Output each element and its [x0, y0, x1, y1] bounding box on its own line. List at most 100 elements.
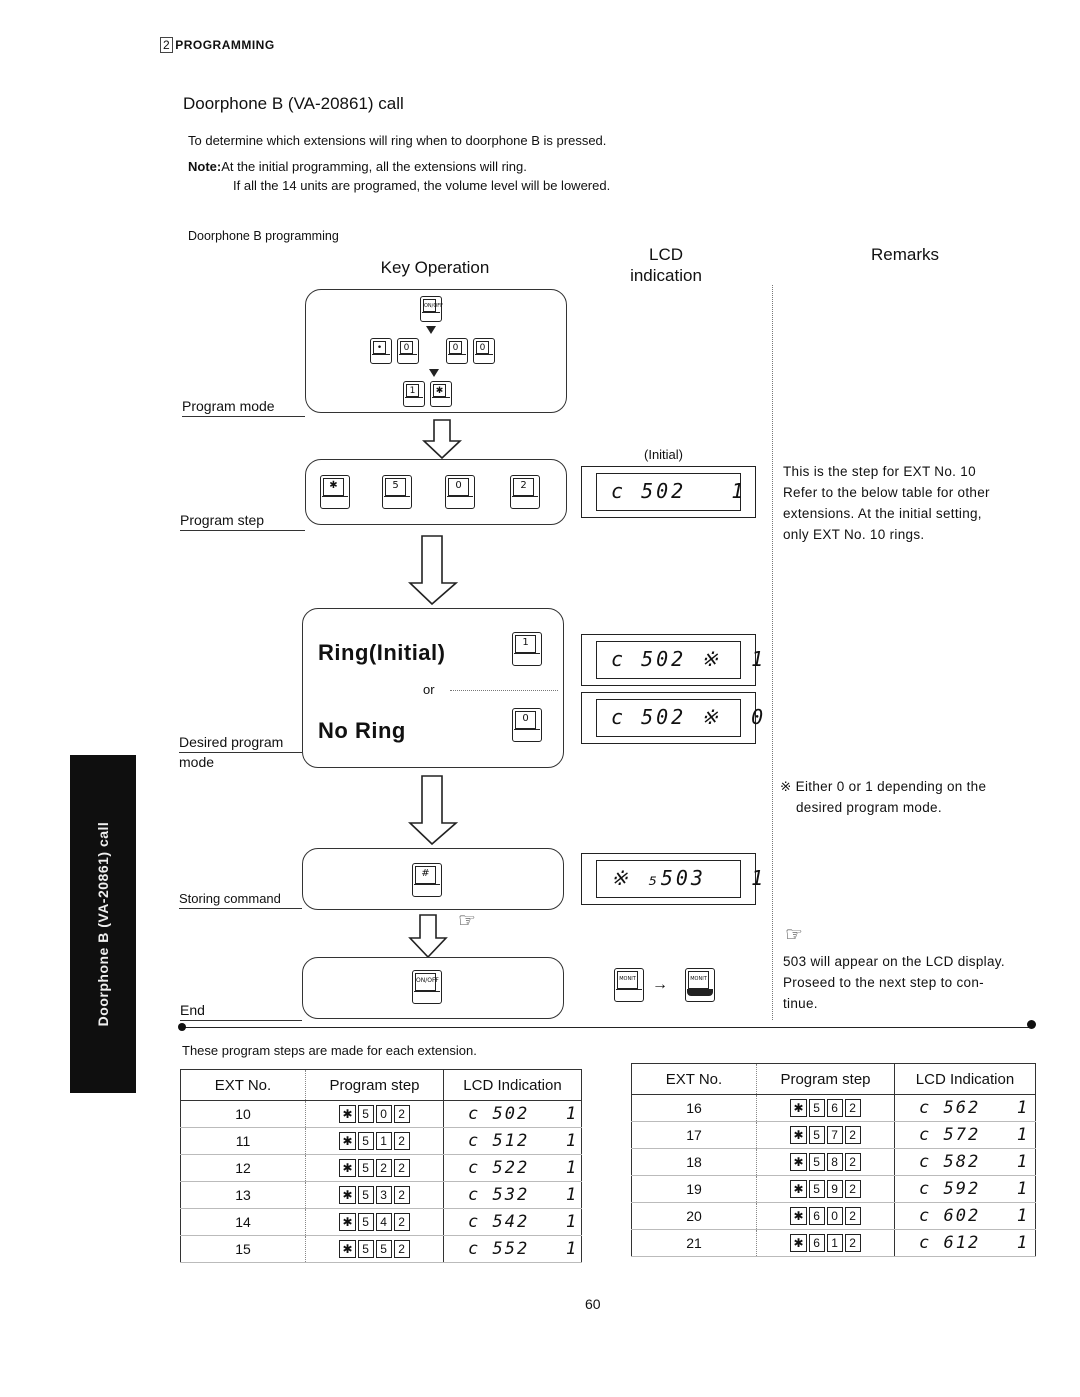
lcd-display-ring: c 502 ※ 1 [581, 634, 763, 686]
star-key[interactable]: ✱ [430, 381, 452, 407]
ext-number: 20 [631, 1202, 757, 1230]
remark-step: This is the step for EXT No. 10 Refer to… [783, 461, 990, 545]
step-key: 5 [808, 1153, 825, 1171]
step-key: 2 [844, 1126, 861, 1144]
step-key: 0 [375, 1105, 392, 1123]
lcd-indication: c 532 1 [443, 1181, 582, 1209]
step-key: ✱ [339, 1159, 356, 1177]
star-key[interactable]: ✱ [320, 475, 350, 509]
lcd-indication: c 612 1 [894, 1229, 1036, 1257]
desired-mode-line1: Desired program [179, 733, 302, 753]
on-off-key[interactable]: ON/OFF [420, 296, 443, 322]
hand-icon [399, 354, 417, 362]
five-key[interactable]: 5 [382, 475, 412, 509]
step-key: ✱ [790, 1207, 807, 1225]
step-key: ✱ [339, 1186, 356, 1204]
key-label: 0 [476, 341, 489, 354]
column-lcd-line2: indication [630, 266, 702, 285]
program-step-label: Program step [180, 512, 305, 531]
remark-line: desired program mode. [796, 800, 942, 815]
hash-key[interactable]: # [412, 863, 442, 897]
lcd-initial-label: (Initial) [644, 447, 684, 462]
hand-icon [514, 653, 540, 664]
note-text-1: At the initial programming, all the exte… [221, 159, 527, 174]
column-key-operation: Key Operation [380, 258, 490, 277]
step-key: 4 [375, 1213, 392, 1231]
monitor-on-key[interactable]: MONIT [685, 968, 715, 1002]
remark-line: This is the step for EXT No. 10 [783, 464, 976, 479]
end-box [302, 957, 564, 1019]
lcd-header: LCD Indication [443, 1069, 582, 1101]
arrow-down-icon [429, 369, 439, 377]
hand-icon [475, 354, 493, 362]
step-key: 2 [393, 1159, 410, 1177]
hand-icon [405, 397, 423, 405]
step-key: 9 [826, 1180, 843, 1198]
step-key: 5 [357, 1105, 374, 1123]
ext-number: 12 [180, 1154, 306, 1182]
side-chapter-label: Doorphone B (VA-20861) call [95, 821, 111, 1027]
step-key: 8 [826, 1153, 843, 1171]
end-label: End [180, 1002, 302, 1021]
step-key: 0 [826, 1207, 843, 1225]
ext-number: 19 [631, 1175, 757, 1203]
or-text: or [423, 682, 435, 697]
zero-key[interactable]: 0 [397, 338, 419, 364]
step-key: 6 [808, 1234, 825, 1252]
step-key: 2 [393, 1213, 410, 1231]
remark-line: extensions. At the initial setting, [783, 506, 982, 521]
two-key[interactable]: 2 [510, 475, 540, 509]
one-key[interactable]: 1 [512, 632, 542, 666]
lcd-text: c 502 ※ 0 [596, 699, 763, 737]
step-key: 2 [844, 1207, 861, 1225]
diagram-title: Doorphone B programming [188, 229, 339, 243]
step-key: ✱ [339, 1240, 356, 1258]
program-mode-label: Program mode [182, 398, 305, 417]
hand-icon [414, 884, 440, 895]
key-label: MONIT [688, 971, 709, 989]
ext-header: EXT No. [631, 1063, 757, 1095]
step-key: 2 [393, 1105, 410, 1123]
lcd-indication: c 562 1 [894, 1094, 1036, 1122]
zero-key[interactable]: 0 [446, 338, 468, 364]
remark-either: ※ Either 0 or 1 depending on the desired… [780, 776, 986, 818]
key-label: ✱ [323, 478, 344, 496]
dot-key[interactable]: • [370, 338, 392, 364]
pointing-hand-icon: ☞ [785, 924, 803, 946]
step-key: 2 [844, 1180, 861, 1198]
on-off-key[interactable]: ON/OFF [412, 970, 442, 1004]
step-key: 1 [375, 1132, 392, 1150]
zero-key[interactable]: 0 [473, 338, 495, 364]
zero-key[interactable]: 0 [512, 708, 542, 742]
ring-initial-option: Ring(Initial) [318, 640, 446, 665]
or-divider [450, 690, 558, 691]
lcd-header: LCD Indication [894, 1063, 1036, 1095]
hand-icon [384, 496, 410, 507]
hand-icon [512, 496, 538, 507]
intro-text: To determine which extensions will ring … [188, 133, 607, 148]
step-key: 2 [393, 1132, 410, 1150]
ext-number: 10 [180, 1100, 306, 1128]
key-label: 1 [406, 384, 419, 397]
one-key[interactable]: 1 [403, 381, 425, 407]
ext-number: 17 [631, 1121, 757, 1149]
hand-icon [514, 729, 540, 740]
zero-key[interactable]: 0 [445, 475, 475, 509]
remarks-divider [772, 285, 773, 1020]
monitor-off-key[interactable]: MONIT [614, 968, 644, 1002]
step-key: 5 [357, 1159, 374, 1177]
hand-icon [322, 496, 348, 507]
remark-line: 503 will appear on the LCD display. [783, 954, 1005, 969]
